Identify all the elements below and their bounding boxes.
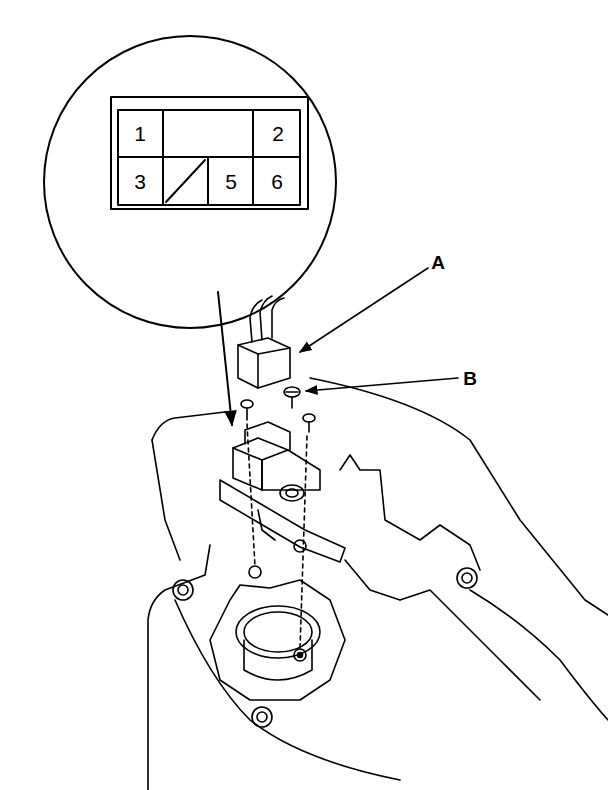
leader-line: [218, 292, 232, 425]
position-switch: [220, 422, 345, 562]
pin-number: 2: [272, 123, 284, 144]
leader-line: [300, 268, 428, 352]
connector-plug: [238, 296, 290, 388]
pin-number: 3: [134, 171, 146, 192]
screws: [241, 387, 315, 649]
pin-number: 6: [271, 171, 283, 192]
pin-number: 1: [134, 123, 146, 144]
callout-letter: A: [431, 253, 445, 272]
leader-line: [306, 378, 458, 391]
callout-letter: B: [463, 369, 477, 388]
console-outline: [148, 378, 608, 790]
pin-number: 5: [225, 171, 237, 192]
detail-circle: [44, 36, 336, 328]
connector-face: [111, 97, 308, 209]
